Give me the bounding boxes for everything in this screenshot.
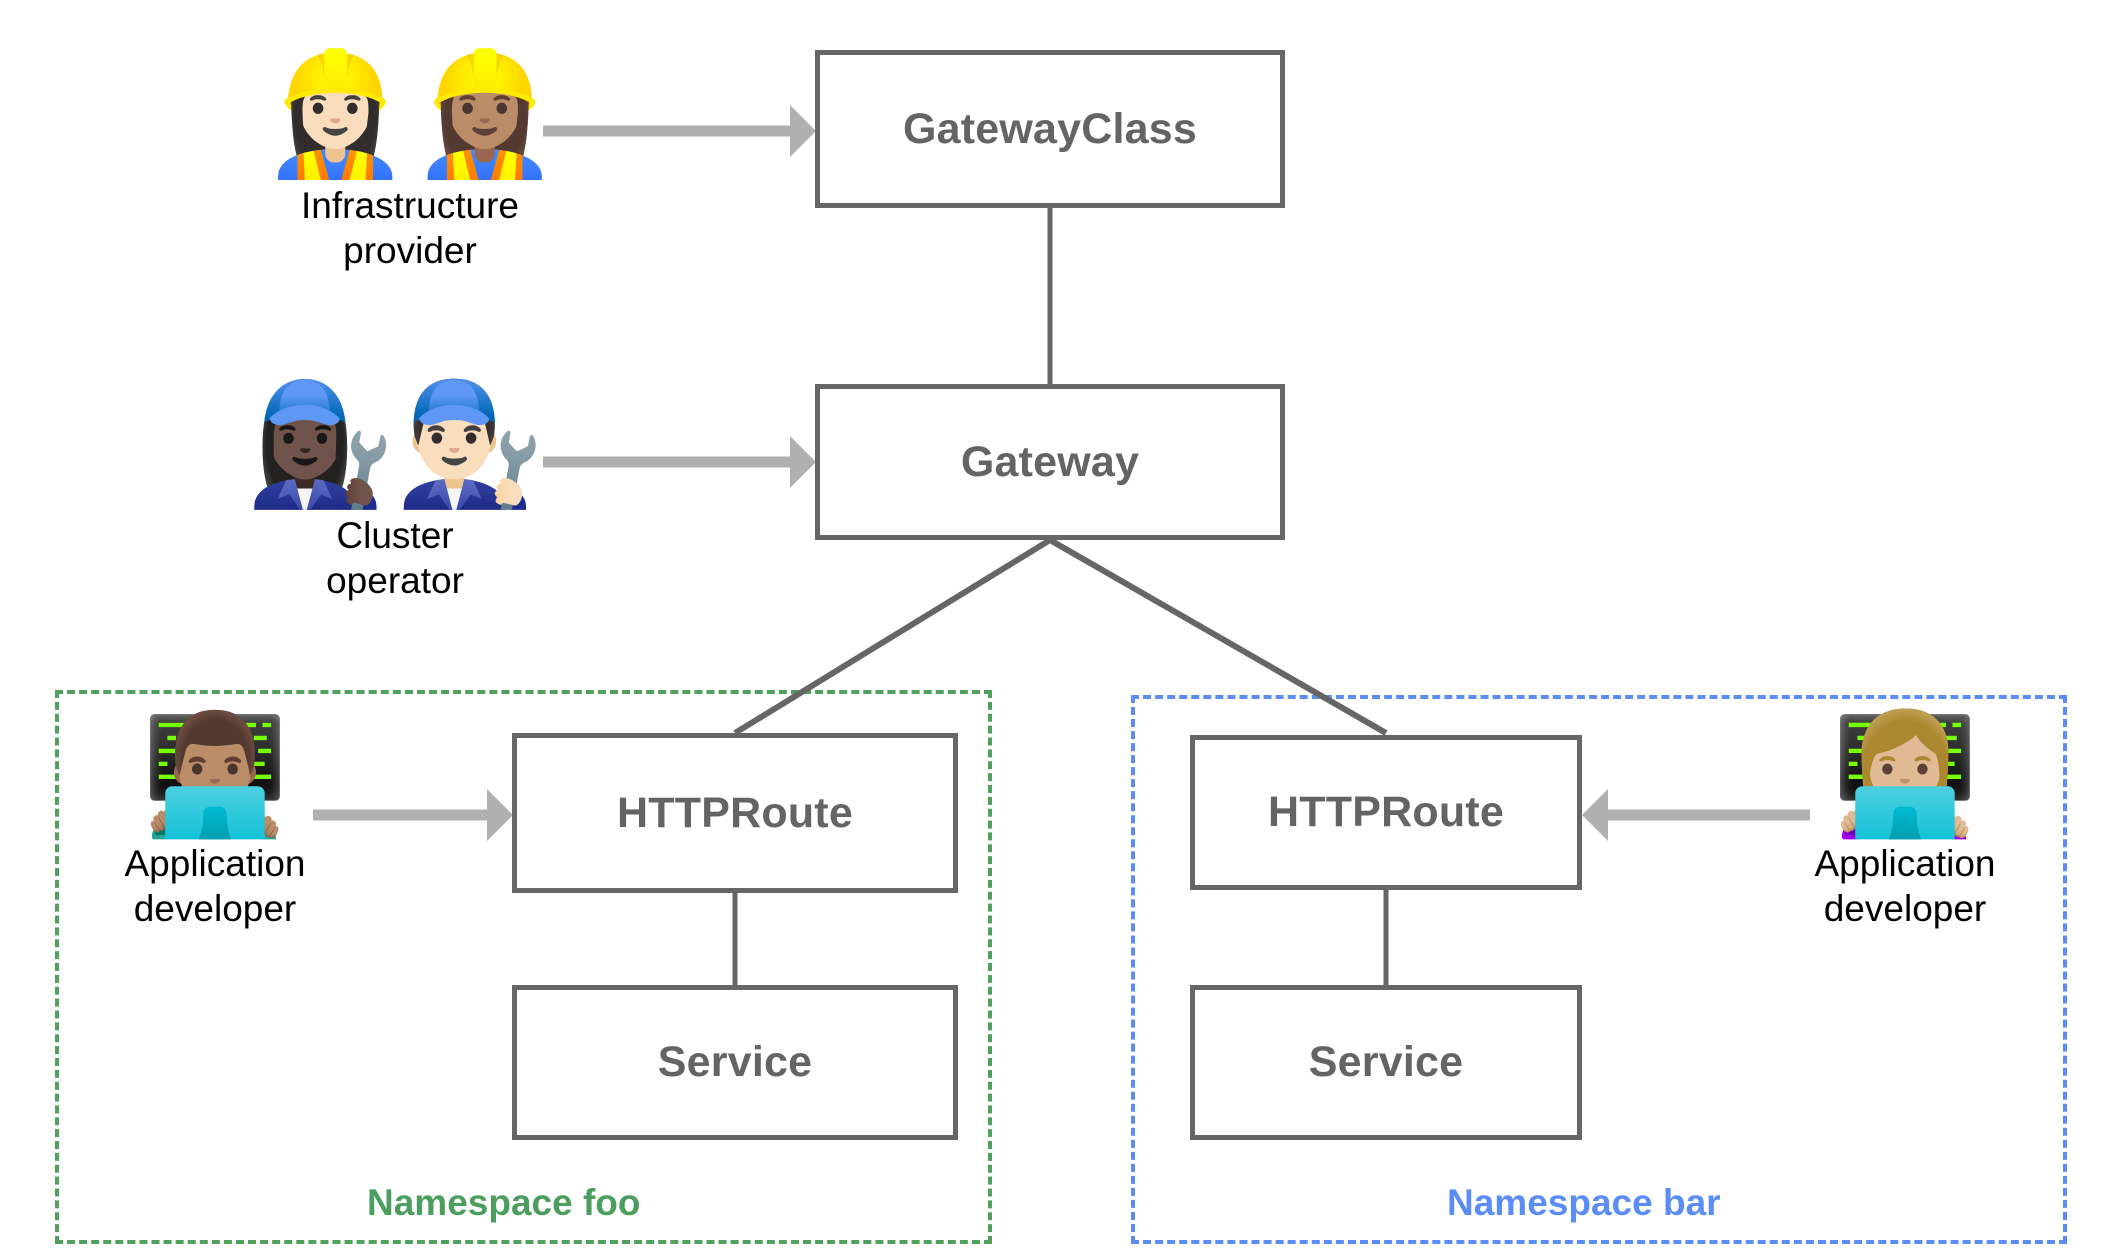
actor-application-developer-bar: 👩🏼‍💻 Application developer [1790,715,2020,931]
node-service-foo-label: Service [657,1038,813,1086]
node-httproute-bar-label: HTTPRoute [1268,788,1504,836]
man-technologist-icon: 👨🏽‍💻 [141,705,289,843]
node-gatewayclass-label: GatewayClass [902,104,1197,153]
application-developer-foo-icons: 👨🏽‍💻 [142,715,289,833]
application-developer-bar-icons: 👩🏼‍💻 [1832,715,1979,833]
namespace-bar-container [1131,695,2067,1244]
namespace-foo-label: Namespace foo [367,1182,641,1223]
node-httproute-foo-label: HTTPRoute [617,788,853,837]
arrow-operator-to-gateway [543,436,816,488]
cluster-operator-caption: Cluster operator [326,515,464,602]
arrow-infra-to-gatewayclass [543,105,816,157]
actor-application-developer-foo: 👨🏽‍💻 Application developer [100,715,330,931]
infrastructure-provider-caption: Infrastructure provider [301,185,519,272]
cluster-operator-icons: 👩🏿‍🔧 👨🏻‍🔧 [246,385,545,505]
node-gateway-label: Gateway [960,437,1140,486]
application-developer-foo-caption: Application developer [124,843,306,930]
actor-cluster-operator: 👩🏿‍🔧 👨🏻‍🔧 Cluster operator [246,385,545,603]
namespace-foo-container [55,690,992,1244]
woman-mechanic-icon: 👩🏿‍🔧 [245,375,395,514]
infrastructure-provider-icons: 👷🏻‍♀️ 👷🏽‍♀️ [261,55,560,175]
node-gateway[interactable]: Gateway [815,384,1285,540]
application-developer-bar-caption: Application developer [1814,843,1996,930]
node-service-bar[interactable]: Service [1190,985,1582,1140]
namespace-bar-label: Namespace bar [1447,1182,1721,1223]
actor-infrastructure-provider: 👷🏻‍♀️ 👷🏽‍♀️ Infrastructure provider [261,55,560,273]
woman-technologist-icon: 👩🏼‍💻 [1831,705,1979,843]
node-service-foo[interactable]: Service [512,985,958,1140]
node-service-bar-label: Service [1308,1038,1464,1086]
woman-construction-worker-icon: 👷🏽‍♀️ [410,45,560,184]
woman-construction-worker-icon: 👷🏻‍♀️ [260,45,410,184]
node-httproute-bar[interactable]: HTTPRoute [1190,735,1582,890]
man-mechanic-icon: 👨🏻‍🔧 [395,375,545,514]
node-httproute-foo[interactable]: HTTPRoute [512,733,958,893]
node-gatewayclass[interactable]: GatewayClass [815,50,1285,208]
